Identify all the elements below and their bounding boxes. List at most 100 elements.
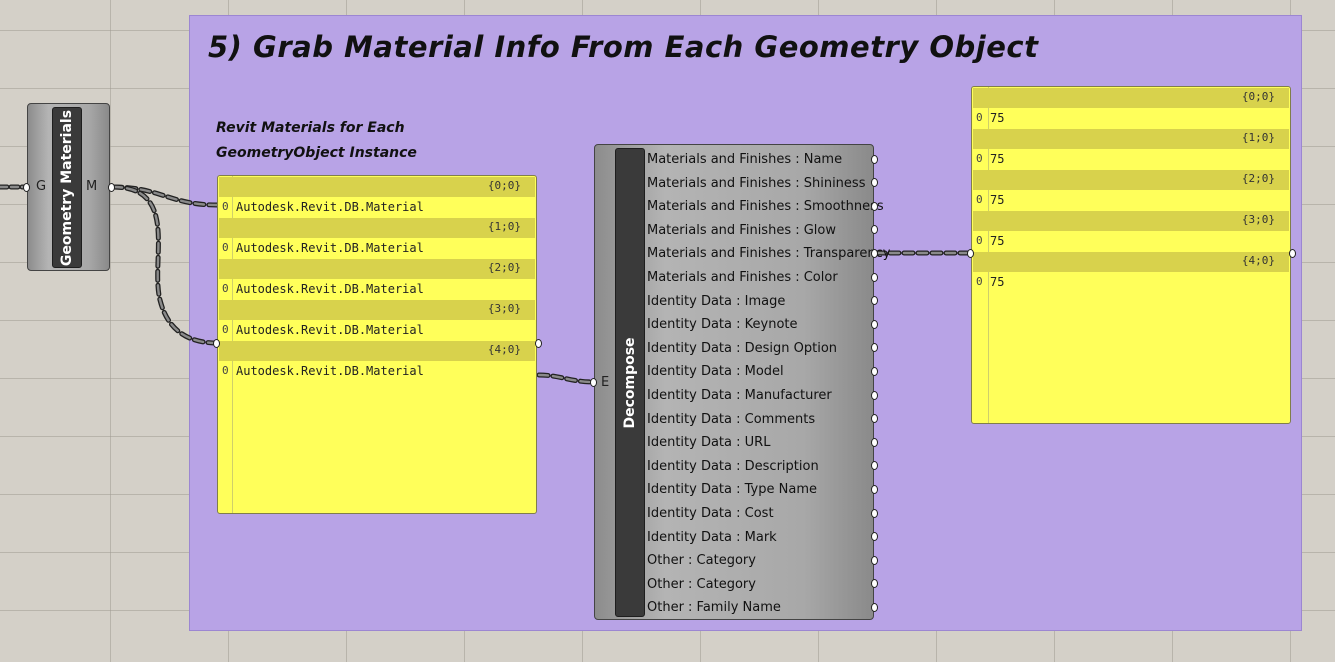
decompose-output-label: Materials and Finishes : Shininess	[647, 175, 866, 191]
branch-path-header: {3;0}	[219, 300, 535, 320]
panel-row: 0 75	[972, 108, 1290, 128]
branch-path-header: {2;0}	[973, 170, 1289, 190]
panel-row: 0 75	[972, 149, 1290, 169]
decompose-output-label: Materials and Finishes : Color	[647, 270, 838, 285]
row-value: Autodesk.Revit.DB.Material	[236, 241, 424, 255]
decompose-input-label: E	[601, 375, 610, 390]
decompose-output-port[interactable]	[871, 343, 878, 353]
row-index: 0	[976, 234, 983, 247]
row-value: Autodesk.Revit.DB.Material	[236, 200, 424, 214]
decompose-output-port[interactable]	[871, 579, 878, 589]
decompose-output-label: Materials and Finishes : Transparency	[647, 246, 891, 262]
materials-panel-input-port[interactable]	[213, 339, 220, 348]
decompose-output-port[interactable]	[871, 461, 878, 471]
decompose-output-port[interactable]	[871, 366, 878, 376]
decompose-component[interactable]: Decompose E Materials and Finishes : Nam…	[594, 144, 891, 620]
branch-path-header: {3;0}	[973, 211, 1289, 231]
decompose-output-port[interactable]	[871, 319, 878, 329]
decompose-output-label: Other : Category	[647, 553, 756, 569]
row-index: 0	[222, 323, 229, 336]
row-index: 0	[222, 364, 229, 377]
decompose-output-port[interactable]	[871, 414, 878, 424]
decompose-output-port[interactable]	[871, 201, 878, 211]
panel-row: 0 Autodesk.Revit.DB.Material	[218, 197, 536, 217]
decompose-output-label: Other : Family Name	[647, 600, 781, 616]
branch-path-header: {0;0}	[219, 177, 535, 197]
row-index: 0	[976, 193, 983, 206]
branch-path-header: {2;0}	[219, 259, 535, 279]
row-index: 0	[976, 111, 983, 124]
branch-path-header: {0;0}	[973, 88, 1289, 108]
row-index: 0	[222, 241, 229, 254]
materials-output-port[interactable]	[108, 183, 115, 192]
branch-path-header: {1;0}	[973, 129, 1289, 149]
decompose-output-label: Identity Data : Model	[647, 364, 784, 380]
geometry-materials-bar[interactable]: Geometry Materials	[52, 107, 82, 268]
decompose-output-label: Other : Category	[647, 576, 756, 592]
decompose-bar[interactable]: Decompose	[615, 148, 645, 617]
panel-row: 0 Autodesk.Revit.DB.Material	[218, 238, 536, 258]
panel-row: 0 75	[972, 272, 1290, 292]
row-index: 0	[222, 282, 229, 295]
decompose-output-port[interactable]	[871, 178, 878, 188]
decompose-output-label: Identity Data : Image	[647, 293, 786, 309]
decompose-output-label: Identity Data : Description	[647, 458, 819, 474]
materials-panel-output-port[interactable]	[535, 339, 542, 348]
decompose-output-port[interactable]	[871, 296, 878, 306]
decompose-output-label: Materials and Finishes : Smoothness	[647, 199, 884, 215]
decompose-output-label: Identity Data : Keynote	[647, 317, 798, 333]
decompose-input-port[interactable]	[590, 378, 597, 387]
geometry-input-port[interactable]	[23, 183, 30, 192]
row-value: 75	[990, 234, 1005, 248]
branch-path-header: {1;0}	[219, 218, 535, 238]
decompose-output-label: Identity Data : Comments	[647, 411, 816, 427]
panel-row: 0 Autodesk.Revit.DB.Material	[218, 320, 536, 340]
decompose-output-label: Identity Data : Mark	[647, 529, 777, 545]
decompose-output-label: Identity Data : URL	[647, 435, 771, 451]
branch-path-header: {4;0}	[973, 252, 1289, 272]
decompose-output-port[interactable]	[871, 555, 878, 565]
decompose-output-port[interactable]	[871, 272, 878, 282]
panel-row: 0 75	[972, 190, 1290, 210]
materials-output-label: M	[86, 179, 98, 194]
transparency-panel[interactable]: {0;0} 0 75 {1;0} 0 75 {2;0} 0 75 {3;0} 0 75 {4;0} 0 75	[971, 86, 1291, 424]
row-value: 75	[990, 193, 1005, 207]
decompose-output-port[interactable]	[871, 437, 878, 447]
row-value: 75	[990, 275, 1005, 289]
panel-caption-line-1: Revit Materials for Each	[216, 120, 405, 136]
decompose-output-port[interactable]	[871, 508, 878, 518]
decompose-name: Decompose	[622, 336, 638, 429]
panel-caption-line-2: GeometryObject Instance	[216, 145, 417, 161]
geometry-input-label: G	[36, 179, 47, 194]
geometry-materials-name: Geometry Materials	[59, 109, 75, 266]
row-value: 75	[990, 111, 1005, 125]
decompose-output-port[interactable]	[871, 225, 878, 235]
row-index: 0	[976, 152, 983, 165]
decompose-output-label: Identity Data : Manufacturer	[647, 388, 832, 403]
row-index: 0	[222, 200, 229, 213]
decompose-output-port[interactable]	[871, 390, 878, 400]
decompose-output-label: Materials and Finishes : Glow	[647, 222, 837, 238]
decompose-output-port[interactable]	[871, 484, 878, 494]
row-index: 0	[976, 275, 983, 288]
wire-geometry-to-panel-input[interactable]	[110, 184, 220, 346]
row-value: 75	[990, 152, 1005, 166]
panel-row: 0 Autodesk.Revit.DB.Material	[218, 361, 536, 381]
branch-path-header: {4;0}	[219, 341, 535, 361]
decompose-output-port[interactable]	[871, 532, 878, 542]
row-value: Autodesk.Revit.DB.Material	[236, 364, 424, 378]
panel-caption: Revit Materials for Each GeometryObject …	[216, 116, 417, 166]
row-value: Autodesk.Revit.DB.Material	[236, 323, 424, 337]
transparency-panel-output-port[interactable]	[1289, 249, 1296, 258]
panel-row: 0 75	[972, 231, 1290, 251]
decompose-output-port[interactable]	[871, 248, 878, 258]
geometry-materials-component[interactable]: Geometry Materials G M	[27, 103, 110, 271]
decompose-output-port[interactable]	[871, 602, 878, 612]
decompose-output-label: Identity Data : Cost	[647, 506, 774, 521]
wire-panel-to-decompose[interactable]	[536, 372, 597, 385]
transparency-panel-input-port[interactable]	[967, 249, 974, 258]
decompose-output-port[interactable]	[871, 154, 878, 164]
